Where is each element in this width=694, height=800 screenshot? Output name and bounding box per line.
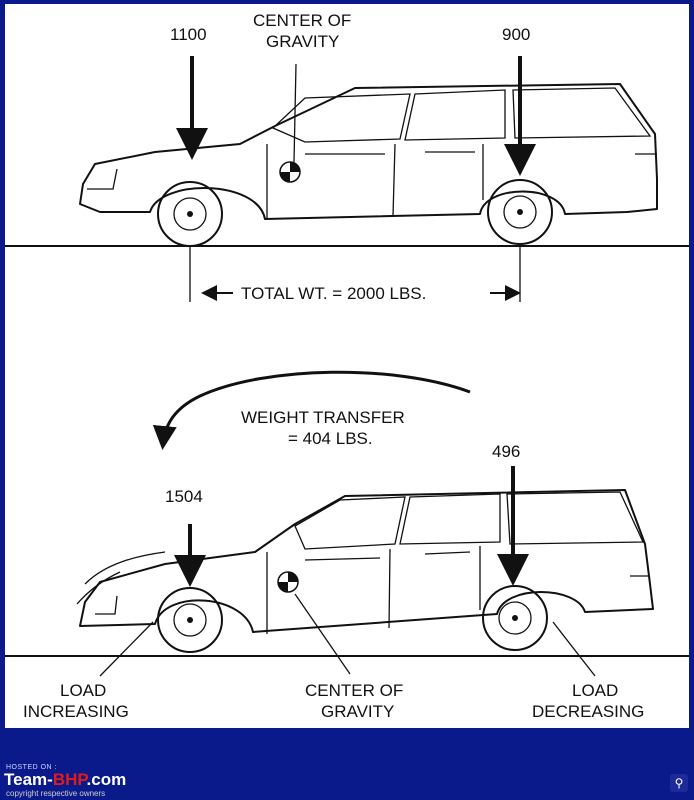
weight-transfer-line1: WEIGHT TRANSFER: [241, 408, 405, 427]
cg-label-bottom-line1: CENTER OF: [305, 681, 403, 700]
team-bhp-logo: Team-BHP.com: [4, 770, 127, 789]
copyright-text: copyright respective owners: [6, 789, 106, 798]
weight-transfer-line2: = 404 LBS.: [288, 429, 373, 448]
watermark-footer: HOSTED ON : Team-BHP.com copyright respe…: [0, 728, 694, 800]
front-load-top: 1100: [170, 25, 207, 44]
rear-load-bottom: 496: [492, 442, 520, 461]
load-increasing-line2: INCREASING: [23, 702, 129, 721]
weight-transfer-diagram: 1100 CENTER OF GRAVITY 900 TOTAL WT. = 2…: [5, 11, 689, 721]
cg-label-top-line2: GRAVITY: [266, 32, 339, 51]
rear-load-top: 900: [502, 25, 530, 44]
weight-transfer-arrow: [152, 370, 471, 450]
load-increasing-line1: LOAD: [60, 681, 106, 700]
load-decreasing-line1: LOAD: [572, 681, 618, 700]
total-weight-label: TOTAL WT. = 2000 LBS.: [241, 284, 426, 303]
diagram-panel: 1100 CENTER OF GRAVITY 900 TOTAL WT. = 2…: [5, 4, 689, 728]
station-wagon-static: [5, 63, 689, 247]
cg-label-top-line1: CENTER OF: [253, 11, 351, 30]
station-wagon-braking: [5, 489, 689, 657]
cg-label-bottom-line2: GRAVITY: [321, 702, 394, 721]
front-load-bottom: 1504: [165, 487, 203, 506]
hosted-on-label: HOSTED ON :: [6, 764, 58, 771]
load-decreasing-line2: DECREASING: [532, 702, 644, 721]
magnifier-icon[interactable]: ⚲: [670, 774, 688, 792]
